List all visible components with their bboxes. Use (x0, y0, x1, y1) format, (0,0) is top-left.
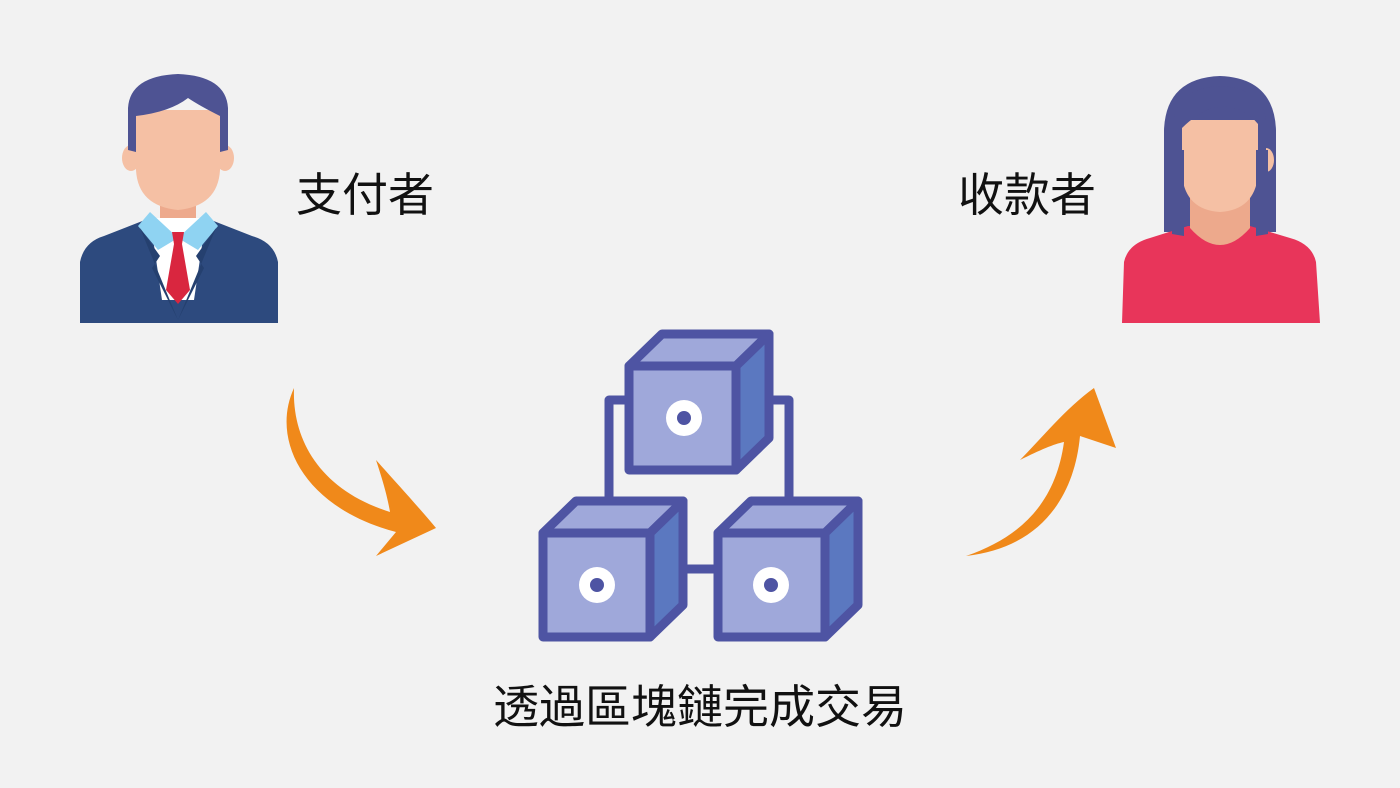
blockchain-cubes-icon (538, 329, 863, 642)
payer-label: 支付者 (296, 168, 434, 222)
arrow-to-payee-icon (966, 388, 1116, 556)
blockchain-caption: 透過區塊鏈完成交易 (493, 680, 907, 734)
arrow-to-blockchain-icon (286, 388, 436, 556)
woman-icon (1122, 76, 1320, 323)
payee-label: 收款者 (958, 168, 1096, 222)
cube-node-dots (579, 400, 789, 603)
businessman-icon (80, 74, 278, 323)
